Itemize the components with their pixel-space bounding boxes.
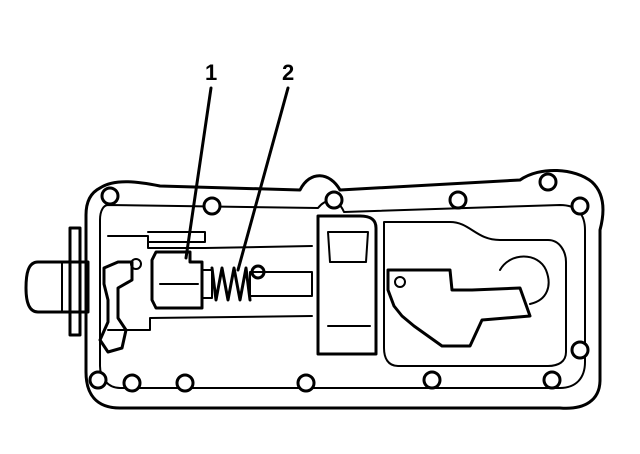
valve-bore-outline	[107, 235, 313, 331]
bolt-hole	[538, 172, 558, 192]
bolt-hole	[570, 340, 590, 360]
cover-plate-outline	[84, 169, 605, 410]
spring-seat	[201, 269, 213, 299]
shaft-stub	[24, 260, 90, 314]
bolt-hole	[100, 186, 120, 206]
bracket-pin	[130, 258, 142, 270]
lever-passage	[386, 268, 532, 348]
bolt-hole	[88, 370, 108, 390]
left-flange	[68, 226, 82, 337]
bolt-hole	[296, 373, 316, 393]
spring-coils	[210, 266, 252, 302]
accumulator-bore	[499, 255, 550, 305]
bolt-hole	[202, 196, 222, 216]
gasket-inner-outline	[99, 200, 586, 389]
bolt-hole	[175, 373, 195, 393]
bolt-hole	[448, 190, 468, 210]
callout-1-leader	[184, 86, 213, 260]
retainer-pin	[250, 264, 266, 280]
bolt-hole	[122, 373, 142, 393]
center-window	[327, 231, 369, 263]
bolt-holes	[88, 172, 590, 393]
right-cavity	[383, 221, 567, 367]
callout-1-label: 1	[205, 60, 217, 85]
bolt-hole	[324, 190, 344, 210]
spring-retainer	[249, 271, 313, 297]
valve-spool	[150, 250, 204, 310]
bolt-hole	[570, 196, 590, 216]
callout-2-label: 2	[282, 60, 294, 85]
bolt-hole	[542, 370, 562, 390]
center-divider	[316, 214, 378, 356]
bolt-hole	[422, 370, 442, 390]
end-bracket	[98, 260, 134, 354]
lever-pin	[394, 276, 406, 288]
callout-2-leader	[236, 86, 290, 272]
valve-spring	[201, 264, 313, 302]
upper-channel	[147, 231, 206, 243]
